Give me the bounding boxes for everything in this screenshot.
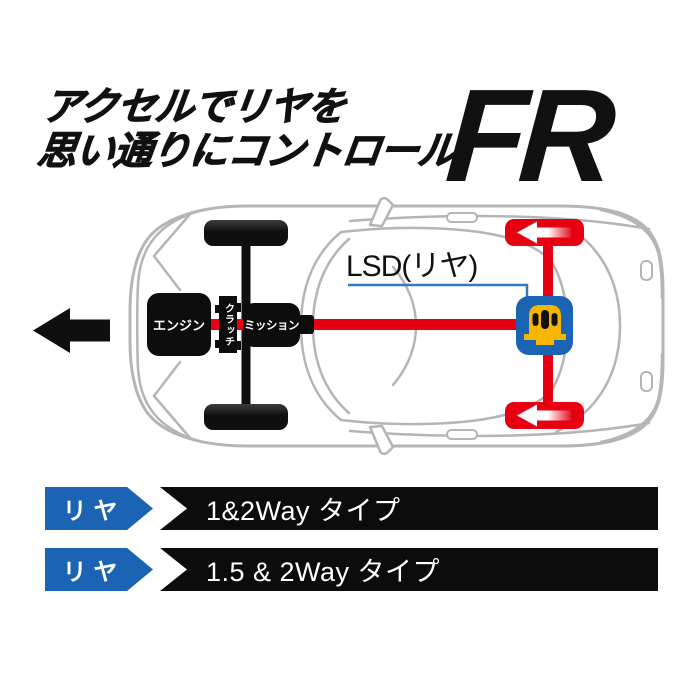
- mission-block: [243, 303, 314, 347]
- lsd-leader-line: [348, 283, 529, 297]
- car-body-outline: [128, 196, 665, 456]
- rear-tag: リ ヤ: [45, 548, 153, 591]
- side-mirror-top: [368, 196, 395, 228]
- direction-arrow-icon: [33, 308, 110, 353]
- rear-tag: リ ヤ: [45, 487, 153, 530]
- propeller-shaft: [207, 319, 518, 330]
- powertrain-blocks: [147, 293, 314, 356]
- lsd-unit: [516, 296, 573, 355]
- wheel-arrow-icon: [517, 221, 571, 244]
- side-mirror-bottom: [368, 424, 395, 456]
- front-wheel-bottom: [204, 404, 288, 430]
- lsd-type-row: リ ヤ 1&2Way タイプ: [45, 487, 658, 530]
- lsd-type-label: 1&2Way タイプ: [160, 487, 658, 530]
- wheel-arrow-icon: [517, 404, 571, 427]
- front-wheel-top: [204, 220, 288, 246]
- clutch-block: [215, 296, 241, 353]
- lsd-label: LSD(リヤ): [346, 250, 478, 283]
- engine-block: [147, 293, 211, 356]
- lsd-type-label: 1.5 & 2Way タイプ: [160, 548, 658, 591]
- lsd-type-row: リ ヤ 1.5 & 2Way タイプ: [45, 548, 658, 591]
